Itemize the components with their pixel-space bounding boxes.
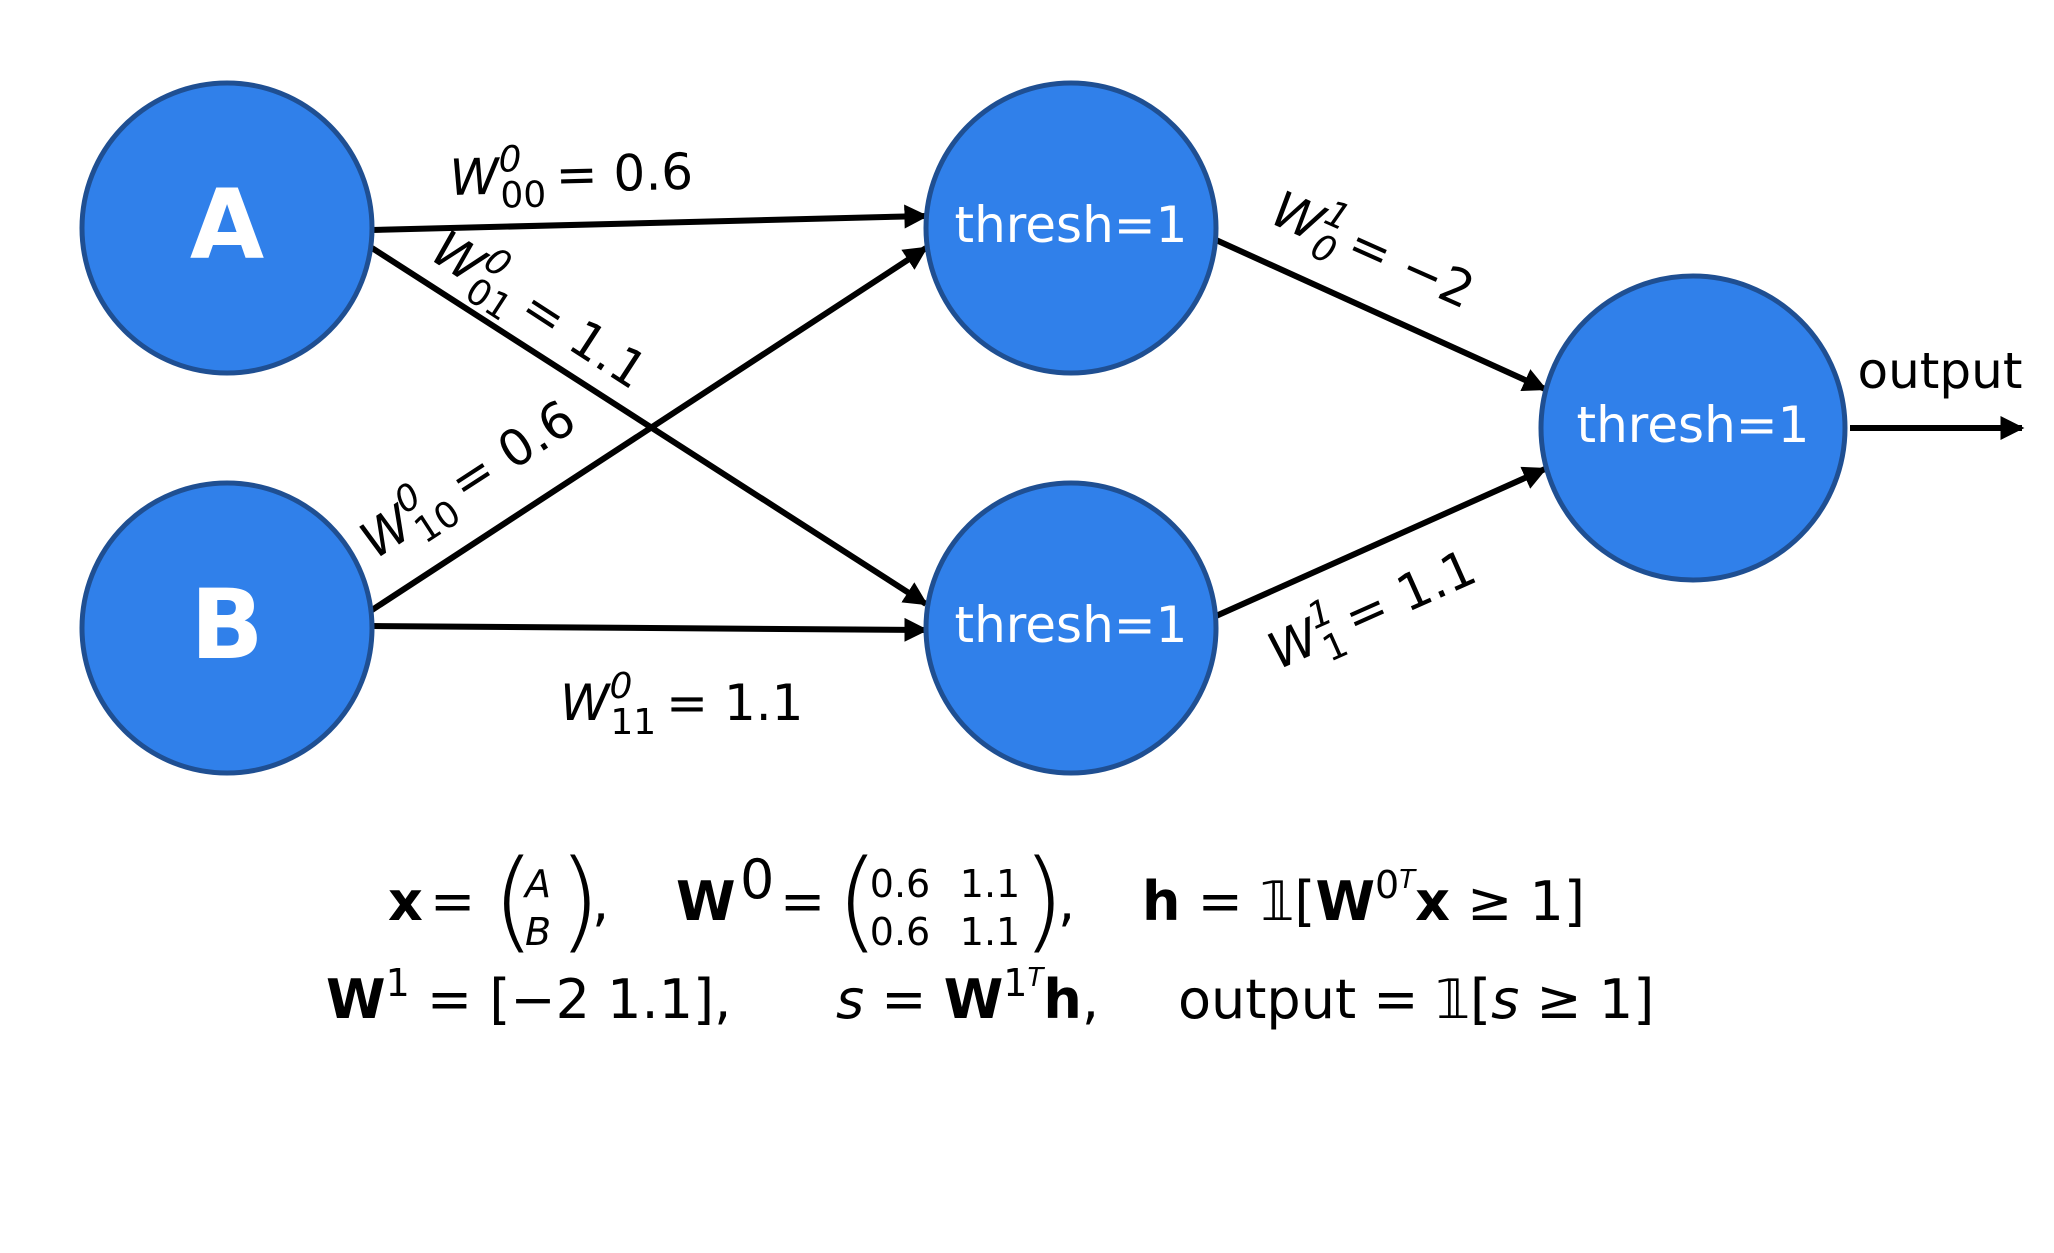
eq-w0-paren-left: ( xyxy=(836,836,879,964)
edge-b-h0 xyxy=(370,245,929,613)
eq-x-top: A xyxy=(522,862,551,906)
eq-output: output = 𝟙[s ≥ 1] xyxy=(1178,968,1654,1031)
eq-w1: W1 = [−2 1.1], xyxy=(326,961,731,1031)
node-input-a xyxy=(79,80,375,376)
node-input-a-label: A xyxy=(190,169,264,281)
weight-label-w01: W001= 1.1 xyxy=(415,213,661,410)
edges xyxy=(370,204,2025,642)
equation-line-1: x = ( A B ) , W 0 = ( 0.6 1.1 0.6 1.1 ) … xyxy=(388,836,1585,964)
eq-w0-symbol: W xyxy=(676,870,736,933)
weight-label-v0: W10= −2 xyxy=(1259,173,1487,331)
equation-line-2: W1 = [−2 1.1], s = W1Th, output = 𝟙[s ≥ … xyxy=(326,961,1654,1031)
node-output xyxy=(1538,273,1848,583)
eq-h: h = 𝟙[W0Tx ≥ 1] xyxy=(1142,863,1585,933)
nodes: A B thresh=1 thresh=1 thresh=1 xyxy=(79,80,1848,776)
edge-b-h1 xyxy=(371,617,929,642)
eq-w0-r2c1: 0.6 xyxy=(870,910,930,954)
eq-w0-comma: , xyxy=(1058,870,1075,933)
node-output-label: thresh=1 xyxy=(1577,396,1810,454)
node-hidden-1-label: thresh=1 xyxy=(955,596,1188,654)
node-hidden-0 xyxy=(923,80,1219,376)
weight-label-w00: W000= 0.6 xyxy=(449,135,694,218)
node-input-b-label: B xyxy=(190,569,263,681)
weight-label-v1: W11= 1.1 xyxy=(1256,531,1489,691)
edge-a-h0 xyxy=(371,204,929,233)
eq-w0-equals: = xyxy=(780,870,825,933)
eq-w0-r2c2: 1.1 xyxy=(960,910,1020,954)
node-hidden-0-label: thresh=1 xyxy=(955,196,1188,254)
eq-x-paren-left: ( xyxy=(492,836,535,964)
eq-x-comma: , xyxy=(592,870,609,933)
edge-h0-out xyxy=(1214,237,1548,392)
edge-h1-out xyxy=(1214,466,1548,619)
eq-x-symbol: x xyxy=(388,870,423,933)
eq-w0-r1c2: 1.1 xyxy=(960,862,1020,906)
eq-x-bottom: B xyxy=(525,910,551,954)
eq-s: s = W1Th, xyxy=(836,961,1099,1031)
eq-x-equals: = xyxy=(430,870,475,933)
node-input-b xyxy=(79,480,375,776)
eq-w0-r1c1: 0.6 xyxy=(870,862,930,906)
eq-w0-paren-right: ) xyxy=(1022,836,1065,964)
output-label: output xyxy=(1858,342,2023,400)
eq-x-paren-right: ) xyxy=(558,836,601,964)
node-hidden-1 xyxy=(923,480,1219,776)
eq-w0-sup: 0 xyxy=(740,848,774,911)
